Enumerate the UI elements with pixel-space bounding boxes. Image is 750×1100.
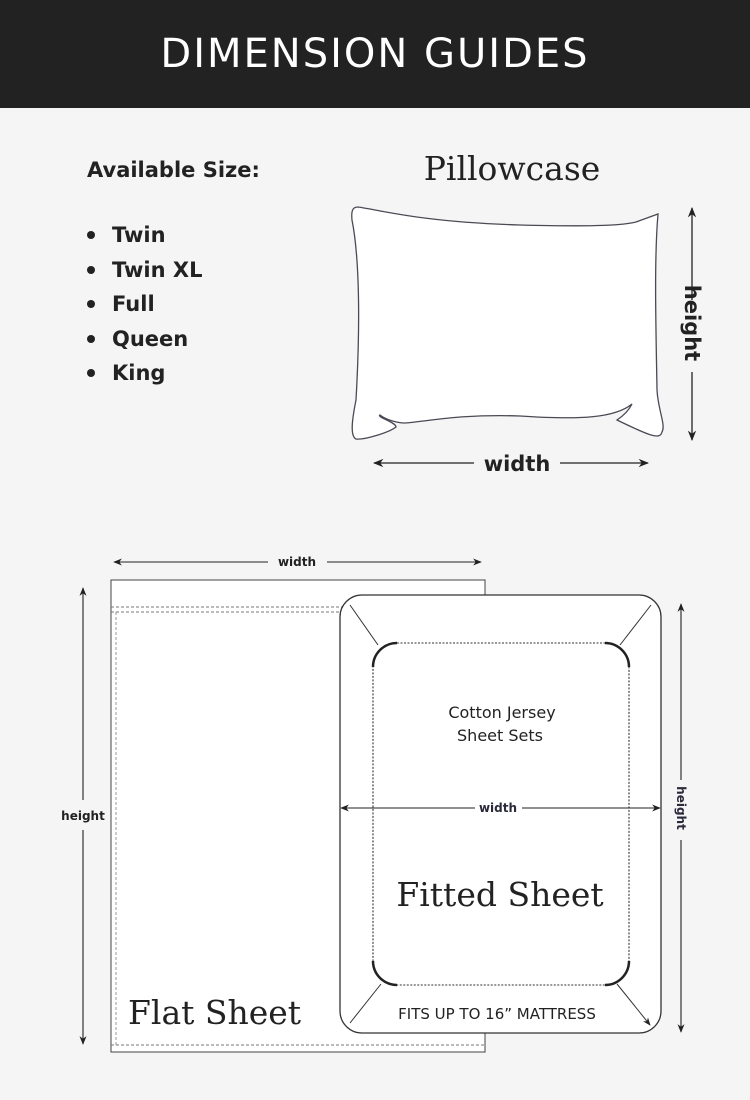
fitted-sheet-product-line1: Cotton Jersey — [448, 703, 555, 722]
fitted-sheet-height-label: height — [674, 786, 688, 830]
fitted-sheet-corner-line — [349, 604, 379, 646]
fitted-sheet-corner-line — [619, 604, 652, 646]
pillowcase-height-label: height — [680, 285, 704, 361]
fitted-sheet-product-line2: Sheet Sets — [457, 726, 543, 745]
fitted-sheet-elastic-edge — [372, 642, 630, 986]
size-item-king: King — [87, 356, 202, 391]
fitted-sheet-elastic-corners — [371, 641, 631, 987]
size-item-twin-xl: Twin XL — [87, 253, 202, 288]
pillowcase-width-label: width — [484, 452, 551, 476]
available-size-heading: Available Size: — [87, 158, 260, 182]
pillowcase-title: Pillowcase — [424, 149, 601, 188]
fitted-sheet-corner-line — [349, 983, 382, 1024]
flat-sheet-title: Flat Sheet — [128, 993, 301, 1032]
fitted-sheet-width-label: width — [479, 801, 517, 815]
size-item-twin: Twin — [87, 218, 202, 253]
fitted-sheet-title: Fitted Sheet — [396, 875, 603, 914]
flat-sheet-width-label: width — [278, 555, 316, 569]
fitted-sheet-diagram: Cotton Jersey Sheet Sets width Fitted Sh… — [339, 594, 688, 1034]
fitted-sheet-mattress-note: FITS UP TO 16” MATTRESS — [398, 1005, 596, 1023]
page-title: DIMENSION GUIDES — [160, 31, 590, 77]
pillowcase-shape — [351, 206, 664, 440]
fitted-sheet-depth-arrow — [616, 983, 651, 1026]
size-item-full: Full — [87, 287, 202, 322]
pillowcase-diagram: Pillowcase height width — [351, 149, 704, 476]
flat-sheet-height-label: height — [61, 809, 105, 823]
size-list: Twin Twin XL Full Queen King — [87, 218, 202, 391]
size-item-queen: Queen — [87, 322, 202, 357]
header-banner: DIMENSION GUIDES — [0, 0, 750, 108]
